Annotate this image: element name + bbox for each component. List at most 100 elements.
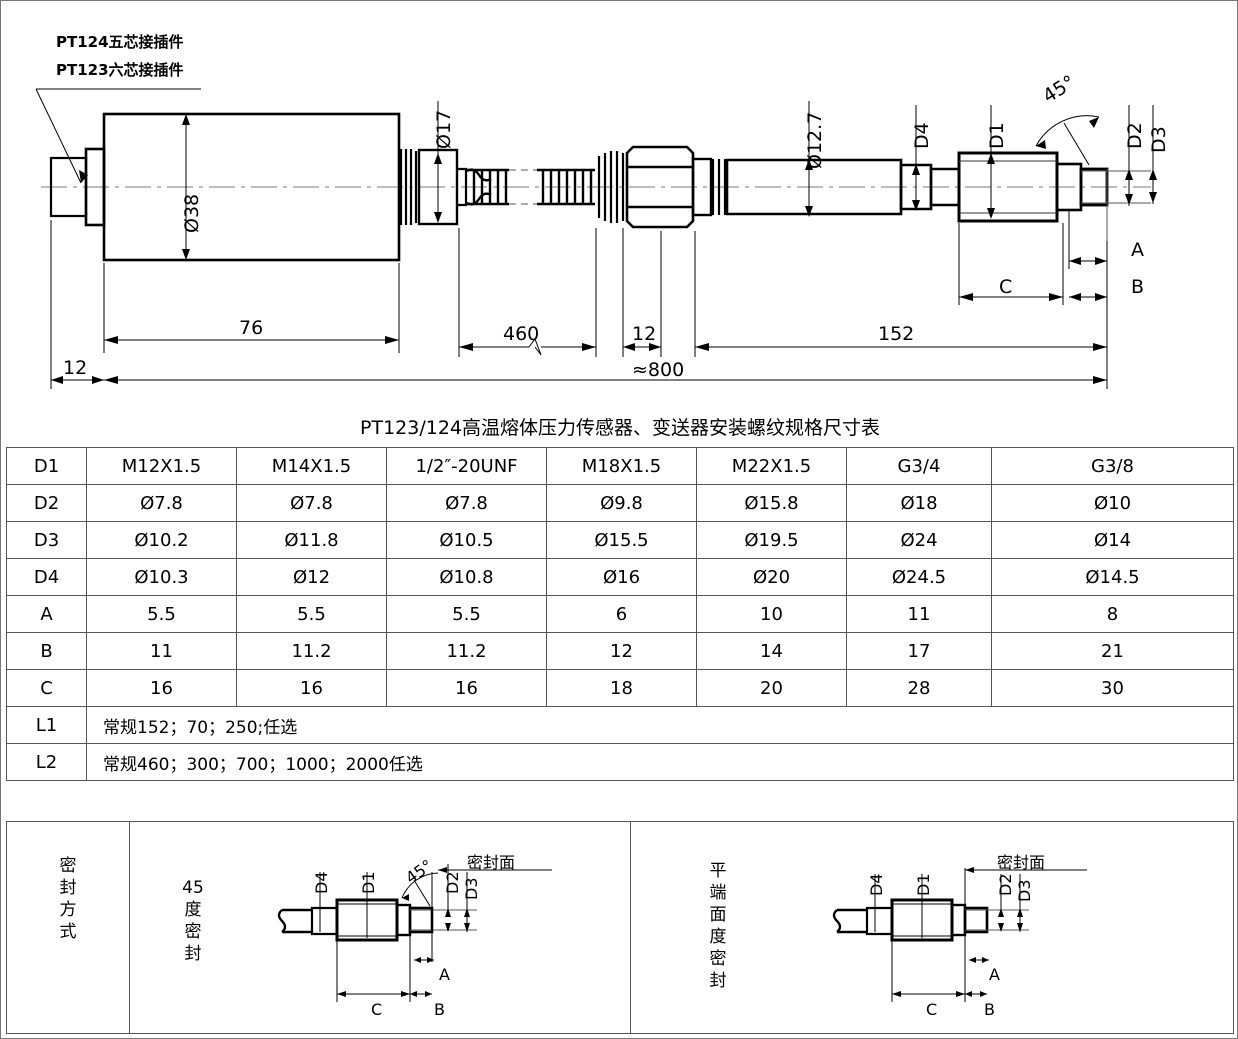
table-cell: Ø10.5: [386, 521, 547, 559]
table-cell-span: 常规460；300；700；1000；2000任选: [86, 743, 1234, 781]
seal-left-c: C: [371, 1000, 383, 1019]
sealing-method-section: 密 封 方 式 45 度 密 封 平 端 面 度 密 封: [6, 821, 1234, 1034]
table-cell: Ø12: [236, 558, 387, 596]
row-header: D2: [6, 484, 87, 522]
table-cell: 8: [991, 595, 1234, 633]
seal-right-c: C: [926, 1000, 938, 1019]
table-cell: Ø7.8: [386, 484, 547, 522]
dim-total-800: ≈800: [632, 359, 685, 381]
row-header: D1: [6, 447, 87, 485]
seal-left-d4: D4: [312, 871, 331, 895]
row-header: D3: [6, 521, 87, 559]
table-cell: Ø10.2: [86, 521, 237, 559]
table-cell: 16: [386, 669, 547, 707]
table-cell: Ø20: [696, 558, 847, 596]
sealing-left-method-char-2: 度: [184, 900, 202, 920]
table-cell: Ø24: [846, 521, 992, 559]
table-cell: G3/4: [846, 447, 992, 485]
table-cell: 11.2: [386, 632, 547, 670]
sealing-row-header: 密 封 方 式: [57, 855, 79, 943]
dim-dia17: Ø17: [433, 109, 455, 149]
table-cell: Ø7.8: [236, 484, 387, 522]
table-cell: Ø16: [546, 558, 697, 596]
table-cell: 6: [546, 595, 697, 633]
leader-d2: D2: [1124, 122, 1146, 149]
leader-d1: D1: [986, 122, 1008, 149]
sealing-divider-inner: [129, 822, 130, 1033]
table-cell: 18: [546, 669, 697, 707]
body-thread-neck: [399, 149, 418, 225]
table-cell: 5.5: [386, 595, 547, 633]
row-header: D4: [6, 558, 87, 596]
seal-right-d4: D4: [867, 873, 886, 897]
seal-detail-45deg: [277, 864, 552, 1002]
seal-right-b: B: [984, 1000, 995, 1019]
seal-right-d3: D3: [1015, 879, 1034, 903]
sealing-row-header-char-4: 式: [59, 922, 77, 942]
seal-right-a: A: [989, 965, 1000, 984]
table-title: PT123/124高温熔体压力传感器、变送器安装螺纹规格尺寸表: [360, 417, 880, 439]
row-header: L2: [6, 743, 87, 781]
dim-12-second: 12: [632, 323, 657, 345]
table-cell-span: 常规152；70；250;任选: [86, 706, 1234, 744]
table-cell: 5.5: [236, 595, 387, 633]
table-cell: 16: [86, 669, 237, 707]
dim-460: 460: [503, 323, 540, 345]
table-cell: Ø14: [991, 521, 1234, 559]
table-cell: Ø9.8: [546, 484, 697, 522]
row-header: L1: [6, 706, 87, 744]
table-cell: 11.2: [236, 632, 387, 670]
leader-d3: D3: [1148, 126, 1170, 153]
sealing-left-method: 45 度 密 封: [182, 877, 204, 965]
sealing-right-method: 平 端 面 度 密 封: [707, 860, 729, 992]
table-cell: 21: [991, 632, 1234, 670]
sensor-body: [102, 112, 401, 262]
table-cell: G3/8: [991, 447, 1234, 485]
seal-left-a: A: [439, 965, 450, 984]
dim-dia127: Ø12.7: [804, 111, 826, 169]
probe-step-d4: [899, 163, 933, 211]
table-cell: Ø15.8: [696, 484, 847, 522]
table-cell: 5.5: [86, 595, 237, 633]
sealing-right-method-char-6: 封: [709, 971, 727, 991]
dim-dia38: Ø38: [181, 193, 203, 233]
table-cell: 11: [846, 595, 992, 633]
sealing-divider-main: [630, 822, 631, 1033]
row-header: A: [6, 595, 87, 633]
callout-line-2: PT123六芯接插件: [56, 61, 184, 79]
stem-thread-rings: [711, 159, 727, 215]
sealing-row-header-char-2: 封: [59, 878, 77, 898]
sealing-row-header-char-1: 密: [59, 856, 77, 876]
seal-detail-flat: [832, 867, 1087, 1002]
sealing-right-method-char-4: 度: [709, 927, 727, 947]
table-cell: M12X1.5: [86, 447, 237, 485]
table-cell: 20: [696, 669, 847, 707]
table-cell: Ø18: [846, 484, 992, 522]
dimension-lines: [35, 88, 1157, 389]
table-cell: 1/2″-20UNF: [386, 447, 547, 485]
table-cell: Ø15.5: [546, 521, 697, 559]
table-cell: Ø11.8: [236, 521, 387, 559]
table-cell: Ø24.5: [846, 558, 992, 596]
table-cell: 10: [696, 595, 847, 633]
table-cell: 28: [846, 669, 992, 707]
table-cell: 17: [846, 632, 992, 670]
table-cell: M18X1.5: [546, 447, 697, 485]
sealing-right-method-char-2: 端: [709, 883, 727, 903]
leader-d4: D4: [911, 122, 933, 149]
sealing-left-method-char-4: 封: [184, 944, 202, 964]
seal-right-d2: D2: [996, 873, 1015, 897]
hex-nut: [625, 145, 695, 229]
seal-left-d1: D1: [359, 871, 378, 895]
leader-b: B: [1131, 276, 1145, 298]
